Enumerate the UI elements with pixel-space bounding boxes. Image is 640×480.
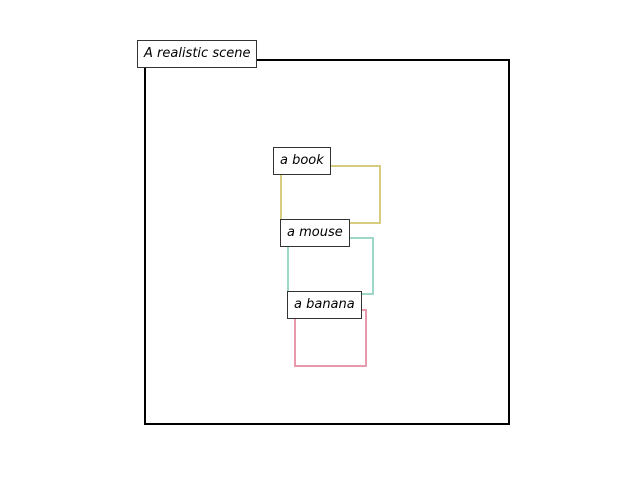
mouse-label: a mouse <box>280 219 350 247</box>
banana-label: a banana <box>287 291 362 319</box>
scene-title-label: A realistic scene <box>137 40 258 68</box>
book-label: a book <box>273 147 331 175</box>
scene-frame <box>144 59 510 425</box>
